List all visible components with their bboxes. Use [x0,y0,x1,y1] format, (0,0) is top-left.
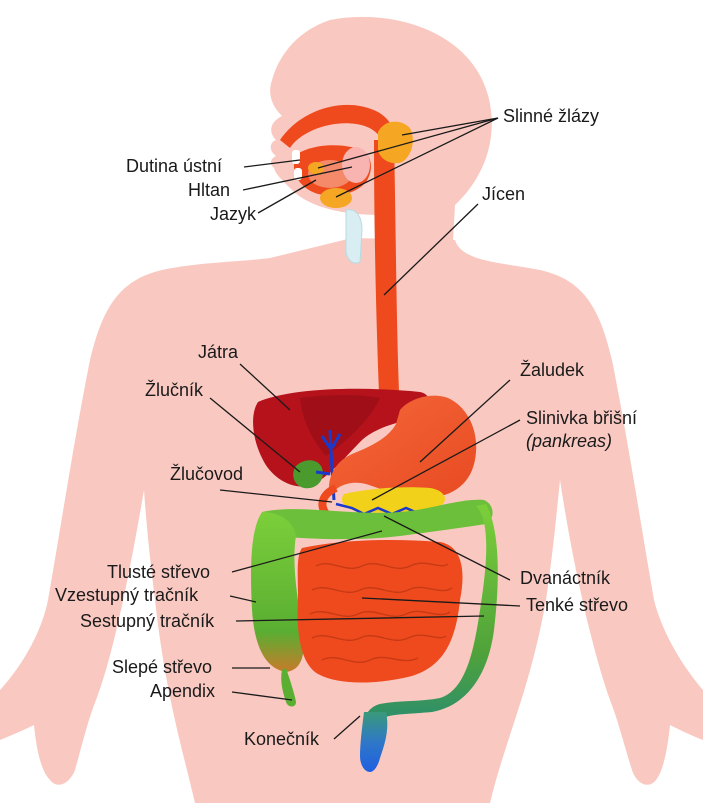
label-stomach: Žaludek [520,360,585,380]
label-small-intestine: Tenké střevo [526,595,628,615]
label-pancreas: Slinivka břišní [526,408,637,428]
label-esophagus: Jícen [482,184,525,204]
label-tongue: Jazyk [210,204,257,224]
label-cecum: Slepé střevo [112,657,212,677]
label-ascending-colon: Vzestupný tračník [55,585,199,605]
label-salivary-glands: Slinné žlázy [503,106,599,126]
label-bile-duct: Žlučovod [170,464,243,484]
label-appendix: Apendix [150,681,215,701]
trachea [346,210,362,263]
label-liver: Játra [198,342,239,362]
label-colon: Tlusté střevo [107,562,210,582]
teeth [292,150,300,164]
label-descending-colon: Sestupný tračník [80,611,215,631]
label-pancreas-alt: (pankreas) [526,431,612,451]
label-pharynx: Hltan [188,180,230,200]
label-gallbladder: Žlučník [145,380,204,400]
label-oral-cavity: Dutina ústní [126,156,222,176]
pharynx-gap [342,147,370,183]
label-duodenum: Dvanáctník [520,568,611,588]
sublingual-gland [308,162,324,174]
label-rectum: Konečník [244,729,320,749]
